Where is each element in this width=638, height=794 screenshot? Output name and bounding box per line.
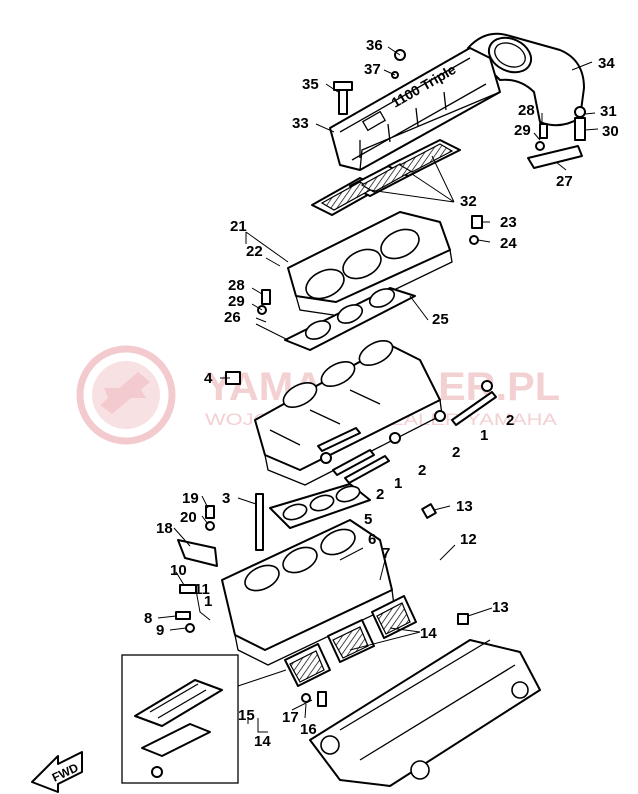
callout-30: 30 xyxy=(602,123,619,140)
callout-37: 37 xyxy=(364,61,381,78)
callout-13-top: 13 xyxy=(456,498,473,515)
part-1-2-studs[interactable] xyxy=(317,380,497,484)
callout-13-bottom: 13 xyxy=(492,599,509,616)
callout-17: 17 xyxy=(282,709,299,726)
callout-1b: 1 xyxy=(394,475,402,492)
part-34-air-duct-elbow[interactable] xyxy=(467,31,585,127)
callout-27: 27 xyxy=(556,173,573,190)
watermark-logo-icon xyxy=(76,345,176,445)
callout-3: 3 xyxy=(222,490,230,507)
callout-33: 33 xyxy=(292,115,309,132)
callout-8: 8 xyxy=(144,610,152,627)
callout-7: 7 xyxy=(382,545,390,562)
callout-12: 12 xyxy=(460,531,477,548)
callout-34: 34 xyxy=(598,55,615,72)
callout-18: 18 xyxy=(156,520,173,537)
callout-1a: 1 xyxy=(480,427,488,444)
callout-11: 11 xyxy=(194,581,210,598)
callout-31: 31 xyxy=(600,103,617,120)
part-12-fuel-hose[interactable] xyxy=(414,503,469,625)
part-25-gasket[interactable] xyxy=(284,285,416,351)
callout-2b: 2 xyxy=(452,444,460,461)
leader-lines xyxy=(157,46,599,733)
callout-9: 9 xyxy=(156,622,164,639)
callout-15: 15 xyxy=(238,707,255,724)
callout-29-top: 29 xyxy=(514,122,531,139)
part-6-reed-housing[interactable] xyxy=(221,519,395,666)
callout-2d: 2 xyxy=(376,486,384,503)
small-hardware[interactable] xyxy=(175,49,586,707)
callout-14-bottom: 14 xyxy=(254,733,271,750)
callout-29-mid: 29 xyxy=(228,293,245,310)
callout-4: 4 xyxy=(204,370,213,387)
part-5-gasket[interactable] xyxy=(269,483,371,529)
callout-2a: 2 xyxy=(506,412,514,429)
callout-6: 6 xyxy=(368,531,376,548)
crankcase-base[interactable] xyxy=(309,639,541,787)
callout-23: 23 xyxy=(500,214,517,231)
part-21-manifold-plate[interactable] xyxy=(287,211,453,317)
callout-2c: 2 xyxy=(418,462,426,479)
callout-numbers: 36 37 35 33 34 28 29 31 30 27 32 23 24 2… xyxy=(144,37,619,750)
callout-19: 19 xyxy=(182,490,199,507)
callout-1c: 1 xyxy=(204,593,212,610)
callout-36: 36 xyxy=(366,37,383,54)
callout-16: 16 xyxy=(300,721,317,738)
callout-26: 26 xyxy=(224,309,241,326)
callout-22: 22 xyxy=(246,243,263,260)
inset-detail-box xyxy=(121,654,239,784)
carburetor-assembly[interactable] xyxy=(254,336,443,486)
part-14-reed-valves[interactable] xyxy=(284,595,417,687)
part-32-flame-arrestor-set[interactable] xyxy=(311,139,461,216)
callout-20: 20 xyxy=(180,509,197,526)
callout-14-right: 14 xyxy=(420,625,437,642)
callout-35: 35 xyxy=(302,76,319,93)
callout-5: 5 xyxy=(364,511,372,528)
callout-28-top: 28 xyxy=(518,102,535,119)
callout-24: 24 xyxy=(500,235,517,252)
forward-arrow-icon: FWD xyxy=(31,751,83,793)
callout-10: 10 xyxy=(170,562,187,579)
callout-32: 32 xyxy=(460,193,477,210)
callout-25: 25 xyxy=(432,311,449,328)
callout-21: 21 xyxy=(230,218,247,235)
callout-28-mid: 28 xyxy=(228,277,245,294)
